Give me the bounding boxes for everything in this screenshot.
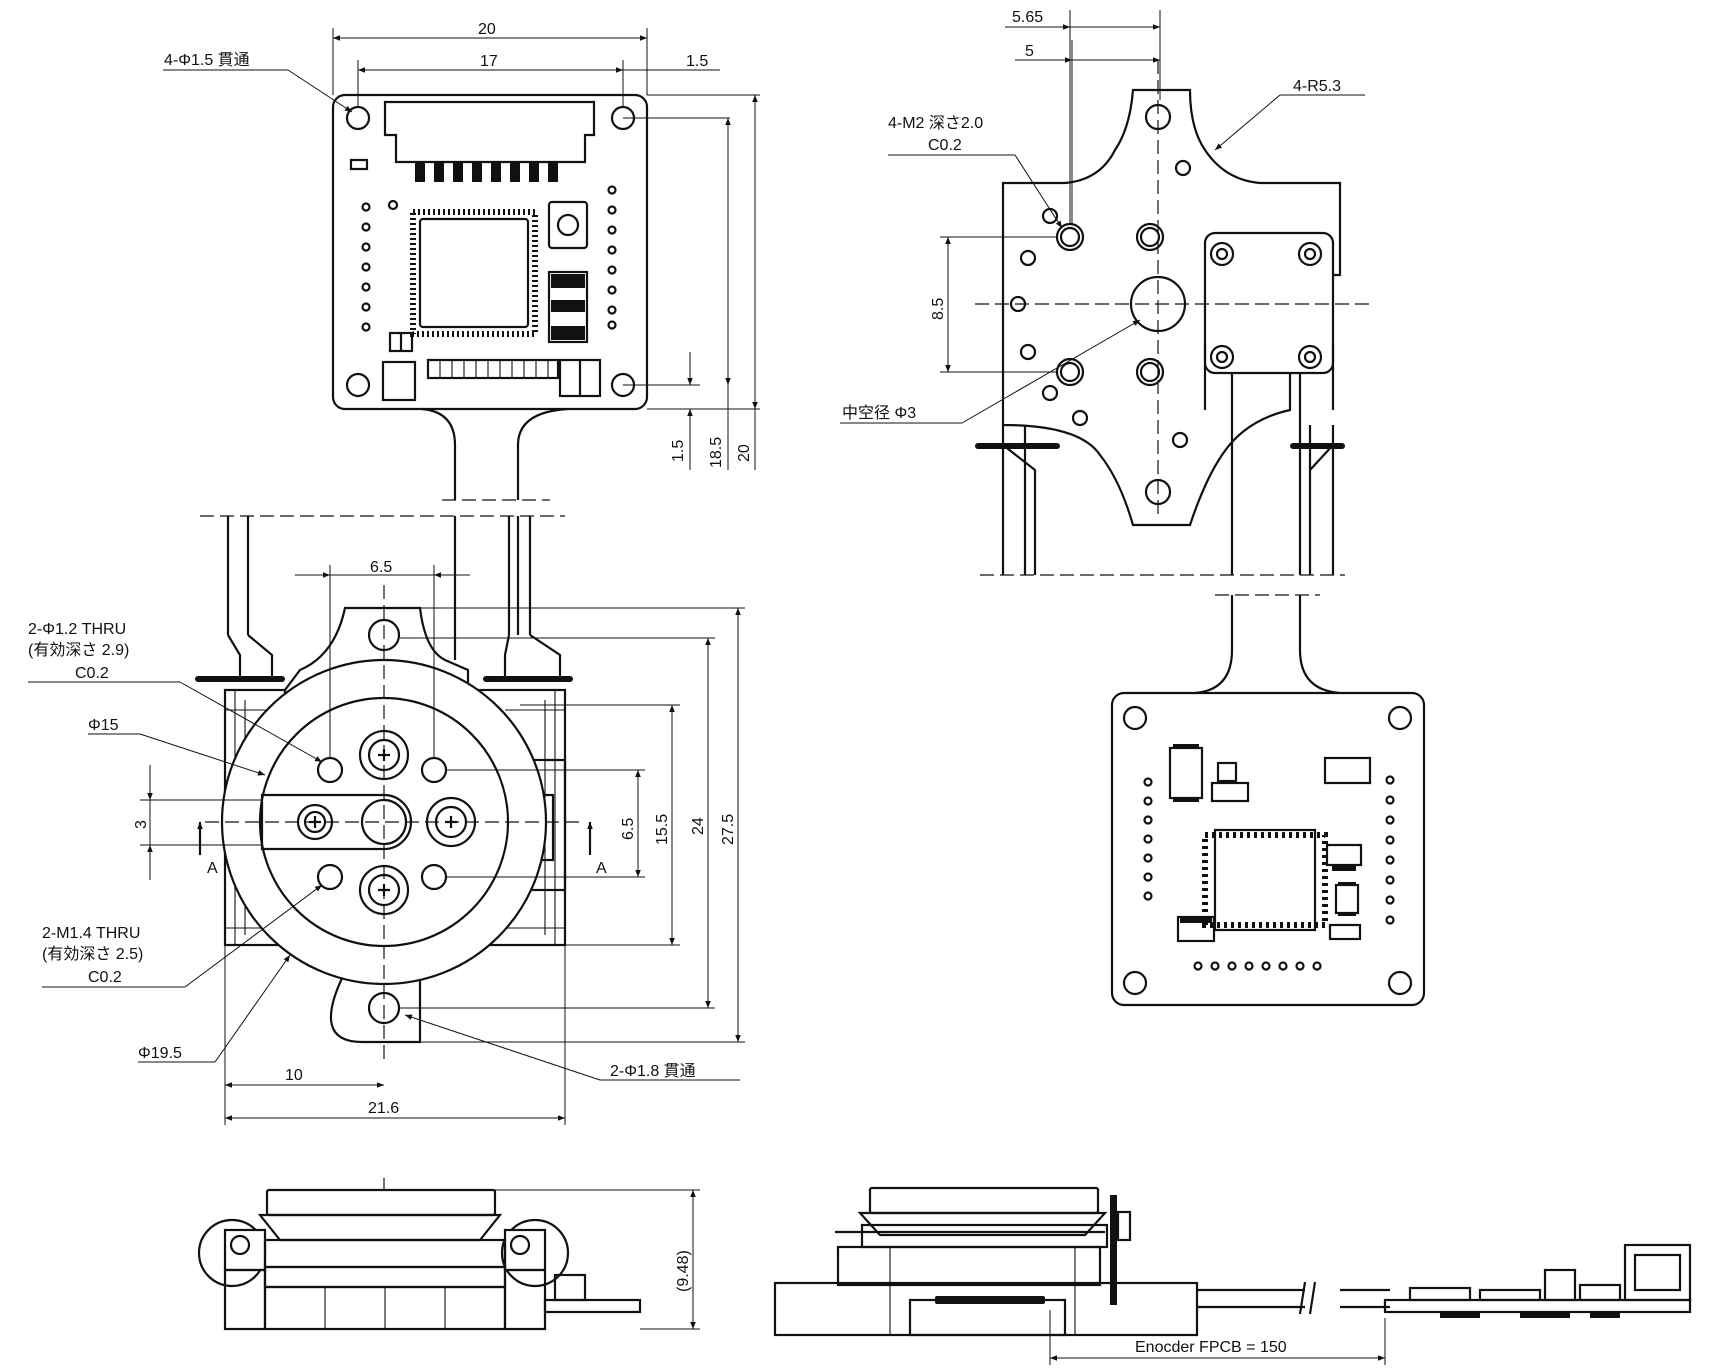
callout-hole-top: 4-Φ1.5 貫通 bbox=[164, 51, 250, 69]
dim-bottom-10: 10 bbox=[285, 1067, 303, 1084]
dim-5: 5 bbox=[1025, 43, 1034, 60]
dim-v-8-5: 8.5 bbox=[930, 298, 947, 320]
side-view-right: Enocder FPCB = 150 bbox=[773, 1186, 1692, 1365]
callout-d15: Φ15 bbox=[88, 717, 119, 734]
callout-thru-1-line2: (有効深さ 2.9) bbox=[28, 641, 129, 659]
callout-hollow: 中空径 Φ3 bbox=[842, 404, 916, 422]
callout-thru-1-line3: C0.2 bbox=[75, 665, 109, 682]
left-pad-column bbox=[361, 199, 399, 332]
rear-view: 5.65 5 4-R5.3 4-M2 深さ2.0 C0.2 8.5 中空径 Φ3 bbox=[840, 9, 1375, 576]
callout-d1-8: 2-Φ1.8 貫通 bbox=[610, 1062, 696, 1080]
pcb-pad-bottom bbox=[1193, 961, 1322, 971]
section-mark-right: A bbox=[596, 860, 607, 877]
dim-top-edge: 1.5 bbox=[686, 53, 708, 70]
callout-m2-line2: C0.2 bbox=[928, 137, 962, 154]
top-pcb-view: 20 17 1.5 4-Φ1.5 貫通 1.5 18.5 20 bbox=[163, 21, 760, 501]
dim-v-15-5: 15.5 bbox=[654, 814, 671, 845]
dim-5-65: 5.65 bbox=[1012, 9, 1043, 26]
dim-top-width-holes: 17 bbox=[480, 53, 498, 70]
callout-m2-line1: 4-M2 深さ2.0 bbox=[888, 114, 983, 132]
front-view: A A 6.5 6.5 15.5 24 27.5 3 2-Φ1.2 bbox=[28, 515, 745, 1125]
dim-v-outer: 20 bbox=[736, 444, 753, 462]
callout-thru-2-line3: C0.2 bbox=[88, 969, 122, 986]
dim-v-edge: 1.5 bbox=[670, 440, 687, 462]
pcb-pad-left bbox=[1143, 777, 1153, 901]
pcb-pad-right bbox=[1385, 775, 1395, 925]
dim-left-3: 3 bbox=[133, 820, 150, 829]
side-dim-fpcb: Enocder FPCB = 150 bbox=[1135, 1339, 1287, 1356]
bottom-pcb-view bbox=[1110, 594, 1426, 1007]
dim-v-27-5: 27.5 bbox=[720, 814, 737, 845]
dim-top-width-outer: 20 bbox=[478, 21, 496, 38]
dim-v-holes: 18.5 bbox=[708, 437, 725, 468]
side-view-left: (9.48) bbox=[197, 1178, 700, 1331]
callout-thru-2-line1: 2-M1.4 THRU bbox=[42, 925, 140, 942]
section-mark-left: A bbox=[207, 860, 218, 877]
callout-r: 4-R5.3 bbox=[1293, 78, 1341, 95]
dim-top-holes: 6.5 bbox=[370, 559, 392, 576]
dim-bottom-21-6: 21.6 bbox=[368, 1100, 399, 1117]
right-pad-column bbox=[607, 185, 617, 330]
callout-thru-1-line1: 2-Φ1.2 THRU bbox=[28, 621, 126, 638]
callout-thru-2-line2: (有効深さ 2.5) bbox=[42, 945, 143, 963]
dim-v-6-5: 6.5 bbox=[620, 818, 637, 840]
callout-d19-5: Φ19.5 bbox=[138, 1045, 182, 1062]
dim-v-24: 24 bbox=[690, 817, 707, 835]
side-dim-height: (9.48) bbox=[675, 1250, 692, 1292]
